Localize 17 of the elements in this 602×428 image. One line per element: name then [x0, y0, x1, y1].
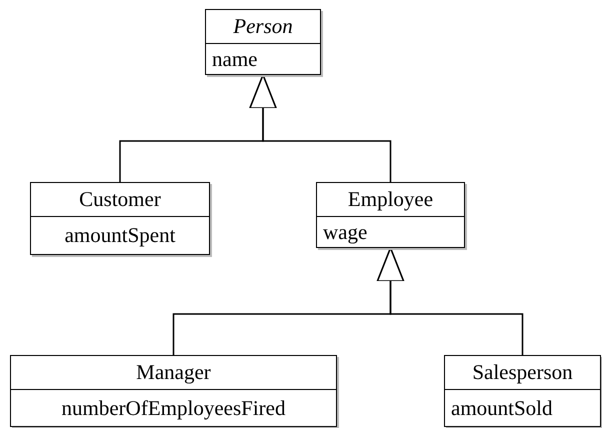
- class-box: [30, 182, 210, 255]
- class-name: Customer: [31, 183, 209, 217]
- generalization-arrow: [249, 74, 392, 182]
- class-box: [205, 9, 321, 75]
- class-box: [316, 182, 465, 248]
- attribute-text: numberOfEmployeesFired: [60, 394, 286, 422]
- attribute-text: name: [211, 46, 258, 72]
- generalization-arrow: [376, 247, 524, 355]
- class-box: [10, 355, 337, 427]
- attribute-text: wage: [322, 218, 368, 246]
- attribute-text: amountSold: [450, 394, 554, 422]
- attribute-text: amountSpent: [64, 222, 176, 249]
- class-name: Salesperson: [445, 356, 600, 390]
- class-name: Person: [206, 10, 320, 44]
- class-name: Manager: [11, 356, 336, 390]
- class-name: Employee: [317, 183, 464, 217]
- class-box: [444, 355, 601, 427]
